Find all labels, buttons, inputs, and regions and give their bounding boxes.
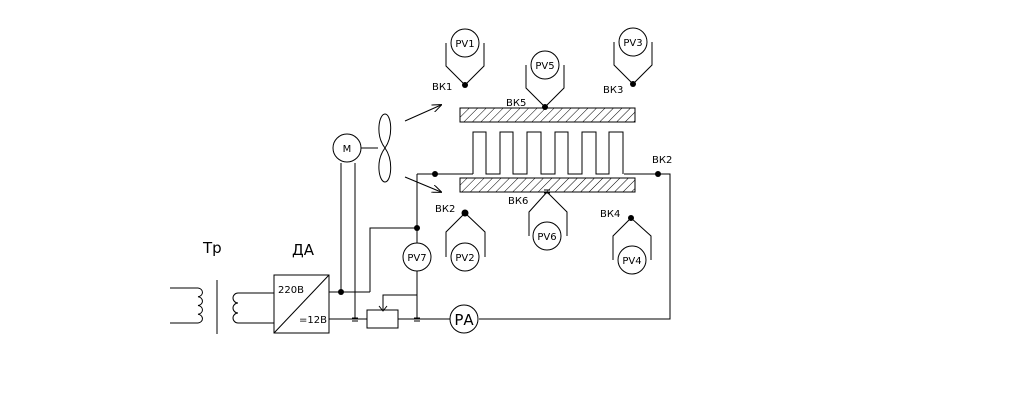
svg-text:PV5: PV5 — [535, 61, 554, 72]
motor-label: М — [343, 144, 352, 155]
converter-input-label: 220В — [278, 285, 304, 296]
svg-text:РА: РА — [454, 311, 474, 329]
sensor-pv3: PV3 — [613, 27, 653, 87]
label-bk2-left: ВК2 — [435, 204, 455, 215]
airflow-arrow-top — [404, 105, 441, 122]
label-bk1: ВК1 — [432, 82, 452, 93]
heat-exchanger — [459, 107, 636, 193]
rheostat — [366, 309, 399, 329]
converter-block: ДА 220В =12В — [273, 241, 330, 334]
sensor-pv4: PV4 — [612, 215, 652, 275]
svg-text:PV7: PV7 — [407, 253, 426, 264]
svg-text:PV3: PV3 — [623, 38, 642, 49]
label-bk5: ВК5 — [506, 98, 526, 109]
sensor-pv1: PV1 — [445, 28, 485, 88]
svg-text:PV2: PV2 — [455, 253, 474, 264]
svg-text:PV1: PV1 — [455, 39, 474, 50]
fan-icon — [378, 113, 392, 183]
sensor-pv6: PV6 — [528, 189, 568, 251]
converter-output-label: =12В — [299, 315, 327, 326]
ammeter-pa: РА — [449, 304, 479, 334]
voltmeter-pv7: PV7 — [402, 242, 432, 272]
converter-label: ДА — [292, 241, 315, 259]
airflow-arrow-bottom — [404, 176, 441, 192]
label-bk6: ВК6 — [508, 196, 528, 207]
svg-text:PV6: PV6 — [537, 232, 556, 243]
label-bk2-right: ВК2 — [652, 155, 672, 166]
motor: М — [332, 133, 362, 163]
sensor-pv5: PV5 — [525, 50, 565, 110]
wiring — [329, 147, 671, 322]
svg-text:PV4: PV4 — [622, 256, 641, 267]
transformer-label: Тр — [202, 239, 222, 257]
sensor-pv2: PV2 — [445, 209, 486, 272]
label-bk3: ВК3 — [603, 85, 623, 96]
transformer: Тр — [170, 239, 274, 334]
label-bk4: ВК4 — [600, 209, 620, 220]
